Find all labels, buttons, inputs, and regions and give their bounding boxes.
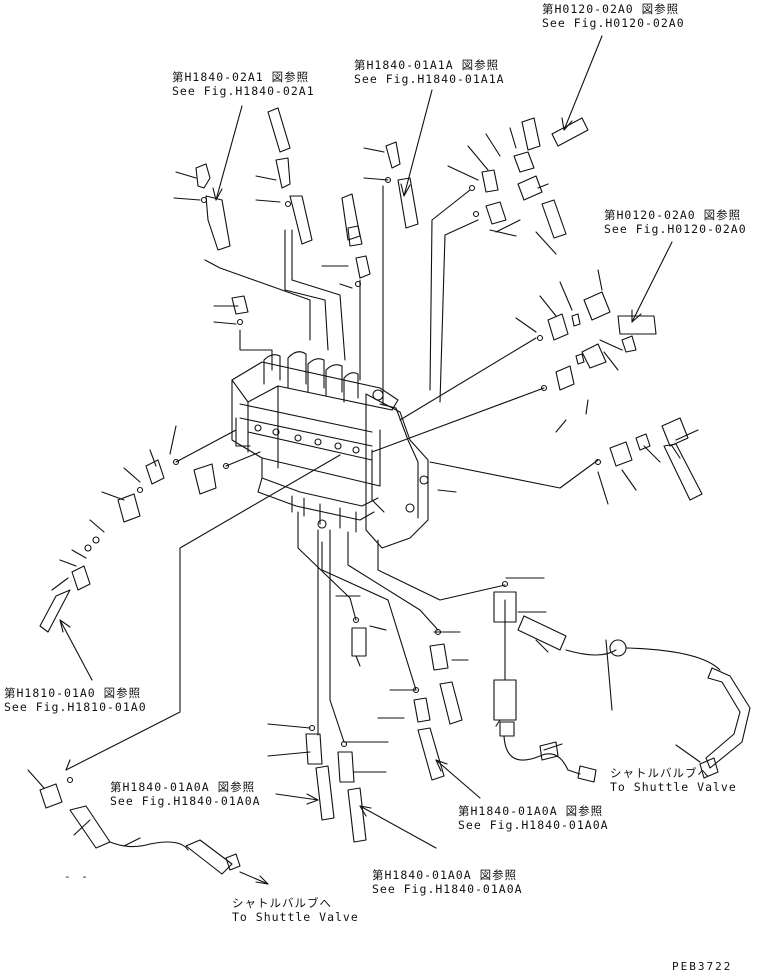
ref-jp: 第H1840-01A1A 図参照 — [354, 58, 500, 72]
ref-jp: 第H1840-01A0A 図参照 — [458, 804, 604, 818]
fig-ref-h0120-02a0-top: 第H0120-02A0 図参照 See Fig.H0120-02A0 — [542, 2, 685, 30]
ref-en: See Fig.H1810-01A0 — [4, 700, 147, 714]
ref-jp: 第H1840-02A1 図参照 — [172, 70, 310, 84]
reference-arrows — [60, 36, 700, 884]
fig-ref-h1840-02a1: 第H1840-02A1 図参照 See Fig.H1840-02A1 — [172, 70, 315, 98]
dest-jp: シャトルバルブへ — [232, 896, 332, 910]
dest-en: To Shuttle Valve — [610, 780, 737, 794]
ref-jp: 第H0120-02A0 図参照 — [542, 2, 680, 16]
fittings — [40, 108, 750, 874]
ref-en: See Fig.H1840-02A1 — [172, 84, 315, 98]
ref-jp: 第H0120-02A0 図参照 — [604, 208, 742, 222]
dest-shuttle-valve-right: シャトルバルブへ To Shuttle Valve — [610, 766, 737, 794]
fig-ref-h1840-01a0a-left: 第H1840-01A0A 図参照 See Fig.H1840-01A0A — [110, 780, 261, 808]
ref-en: See Fig.H0120-02A0 — [604, 222, 747, 236]
ref-en: See Fig.H1840-01A0A — [372, 882, 523, 896]
dest-shuttle-valve-bottom: シャトルバルブへ To Shuttle Valve — [232, 896, 359, 924]
connection-lines — [66, 186, 598, 770]
fig-ref-h1840-01a0a-right: 第H1840-01A0A 図参照 See Fig.H1840-01A0A — [458, 804, 609, 832]
fig-ref-h1840-01a0a-bottom: 第H1840-01A0A 図参照 See Fig.H1840-01A0A — [372, 868, 523, 896]
dash-mark: - - — [64, 870, 90, 883]
ref-en: See Fig.H1840-01A0A — [110, 794, 261, 808]
ref-jp: 第H1810-01A0 図参照 — [4, 686, 142, 700]
ref-en: See Fig.H1840-01A0A — [458, 818, 609, 832]
ref-jp: 第H1840-01A0A 図参照 — [372, 868, 518, 882]
fig-ref-h1840-01a1a: 第H1840-01A1A 図参照 See Fig.H1840-01A1A — [354, 58, 505, 86]
dest-jp: シャトルバルブへ — [610, 766, 710, 780]
fig-ref-h1810-01a0: 第H1810-01A0 図参照 See Fig.H1810-01A0 — [4, 686, 147, 714]
dest-en: To Shuttle Valve — [232, 910, 359, 924]
fig-ref-h0120-02a0-right: 第H0120-02A0 図参照 See Fig.H0120-02A0 — [604, 208, 747, 236]
ref-en: See Fig.H1840-01A1A — [354, 72, 505, 86]
control-valve-body — [232, 352, 428, 548]
drawing-code: PEB3722 — [672, 960, 733, 973]
ref-jp: 第H1840-01A0A 図参照 — [110, 780, 256, 794]
ref-en: See Fig.H0120-02A0 — [542, 16, 685, 30]
